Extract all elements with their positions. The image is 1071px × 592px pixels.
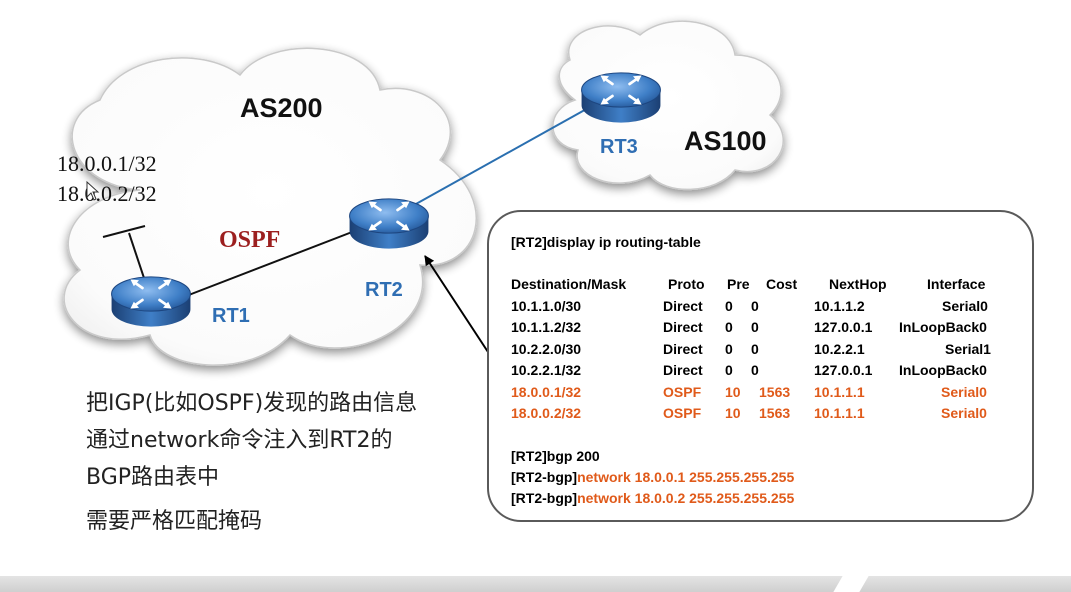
route-proto: Direct xyxy=(663,362,703,378)
link-rt2-rt3 xyxy=(397,96,609,215)
header-pre: Pre xyxy=(727,276,750,292)
route-interface: Serial0 xyxy=(941,384,987,400)
route-row-highlighted: 18.0.0.1/32 OSPF 10 1563 10.1.1.1 Serial… xyxy=(511,384,1021,404)
route-row: 10.2.2.1/32 Direct 0 0 127.0.0.1 InLoopB… xyxy=(511,362,1021,382)
route-interface: Serial0 xyxy=(942,298,988,314)
route-pre: 0 xyxy=(725,362,733,378)
header-cost: Cost xyxy=(766,276,798,292)
as100-label: AS100 xyxy=(684,126,767,156)
route-proto: Direct xyxy=(663,298,703,314)
route-destination: 18.0.0.1/32 xyxy=(511,384,582,400)
route-pre: 0 xyxy=(725,319,733,335)
route-cost: 0 xyxy=(751,362,759,378)
route-row-highlighted: 18.0.0.2/32 OSPF 10 1563 10.1.1.1 Serial… xyxy=(511,405,1021,425)
note-line-2: 通过network命令注入到RT2的 xyxy=(86,428,393,453)
route-destination: 10.2.2.1/32 xyxy=(511,362,582,378)
route-pre: 10 xyxy=(725,405,741,421)
note-line-4: 需要严格匹配掩码 xyxy=(86,509,263,534)
mouse-cursor-icon xyxy=(86,180,100,201)
note-line-1: 把IGP(比如OSPF)发现的路由信息 xyxy=(86,391,418,416)
prefix-18-0-0-1: 18.0.0.1/32 xyxy=(57,151,157,176)
router-rt2-icon xyxy=(348,197,430,250)
route-cost: 1563 xyxy=(759,405,791,421)
route-pre: 10 xyxy=(725,384,741,400)
route-pre: 0 xyxy=(725,298,733,314)
route-interface: Serial1 xyxy=(945,341,991,357)
link-rt1-rt2 xyxy=(167,221,379,304)
cli-output-panel: [RT2]display ip routing-table Destinatio… xyxy=(487,210,1034,522)
route-proto: OSPF xyxy=(663,384,702,400)
route-cost: 0 xyxy=(751,341,759,357)
route-row: 10.1.1.2/32 Direct 0 0 127.0.0.1 InLoopB… xyxy=(511,319,1021,339)
bgp-command: [RT2]bgp 200 xyxy=(511,448,600,464)
route-interface: InLoopBack0 xyxy=(899,362,987,378)
network-statement: network 18.0.0.2 255.255.255.255 xyxy=(577,490,795,506)
header-proto: Proto xyxy=(668,276,705,292)
route-destination: 18.0.0.2/32 xyxy=(511,405,582,421)
header-destination-mask: Destination/Mask xyxy=(511,276,627,292)
rt3-label: RT3 xyxy=(600,136,638,158)
rt1-label: RT1 xyxy=(212,305,250,327)
route-nexthop: 10.2.2.1 xyxy=(814,341,865,357)
route-row: 10.2.2.0/30 Direct 0 0 10.2.2.1 Serial1 xyxy=(511,341,1021,361)
bgp-network-command: [RT2-bgp]network 18.0.0.2 255.255.255.25… xyxy=(511,490,794,506)
route-destination: 10.2.2.0/30 xyxy=(511,341,582,357)
route-destination: 10.1.1.2/32 xyxy=(511,319,582,335)
bgp-prompt: [RT2-bgp] xyxy=(511,469,578,485)
callout-arrow xyxy=(424,255,489,353)
route-nexthop: 127.0.0.1 xyxy=(814,319,873,335)
route-nexthop: 127.0.0.1 xyxy=(814,362,873,378)
router-rt3-icon xyxy=(580,71,662,124)
rt1-attachment-bar xyxy=(102,225,146,238)
route-cost: 0 xyxy=(751,319,759,335)
route-row: 10.1.1.0/30 Direct 0 0 10.1.1.2 Serial0 xyxy=(511,298,1021,318)
router-rt1-icon xyxy=(110,275,192,328)
rt2-label: RT2 xyxy=(365,279,403,301)
prefix-18-0-0-2: 18.0.0.2/32 xyxy=(57,181,157,206)
display-routing-table-command: [RT2]display ip routing-table xyxy=(511,234,701,250)
route-cost: 1563 xyxy=(759,384,791,400)
route-proto: Direct xyxy=(663,319,703,335)
route-nexthop: 10.1.1.1 xyxy=(814,405,865,421)
slide-footer-bar xyxy=(0,576,1071,592)
route-interface: InLoopBack0 xyxy=(899,319,987,335)
note-line-3: BGP路由表中 xyxy=(86,465,220,490)
route-nexthop: 10.1.1.1 xyxy=(814,384,865,400)
route-proto: Direct xyxy=(663,341,703,357)
header-interface: Interface xyxy=(927,276,986,292)
route-interface: Serial0 xyxy=(941,405,987,421)
route-pre: 0 xyxy=(725,341,733,357)
rt1-attachment-stub xyxy=(128,232,147,285)
routing-table-header: Destination/Mask Proto Pre Cost NextHop … xyxy=(511,276,1021,296)
bgp-network-command: [RT2-bgp]network 18.0.0.1 255.255.255.25… xyxy=(511,469,794,485)
route-proto: OSPF xyxy=(663,405,702,421)
route-cost: 0 xyxy=(751,298,759,314)
route-destination: 10.1.1.0/30 xyxy=(511,298,582,314)
bgp-prompt: [RT2-bgp] xyxy=(511,490,578,506)
route-nexthop: 10.1.1.2 xyxy=(814,298,865,314)
as200-label: AS200 xyxy=(240,93,323,123)
ospf-label: OSPF xyxy=(219,227,280,253)
header-nexthop: NextHop xyxy=(829,276,887,292)
as100-cloud xyxy=(552,20,784,191)
network-statement: network 18.0.0.1 255.255.255.255 xyxy=(577,469,795,485)
